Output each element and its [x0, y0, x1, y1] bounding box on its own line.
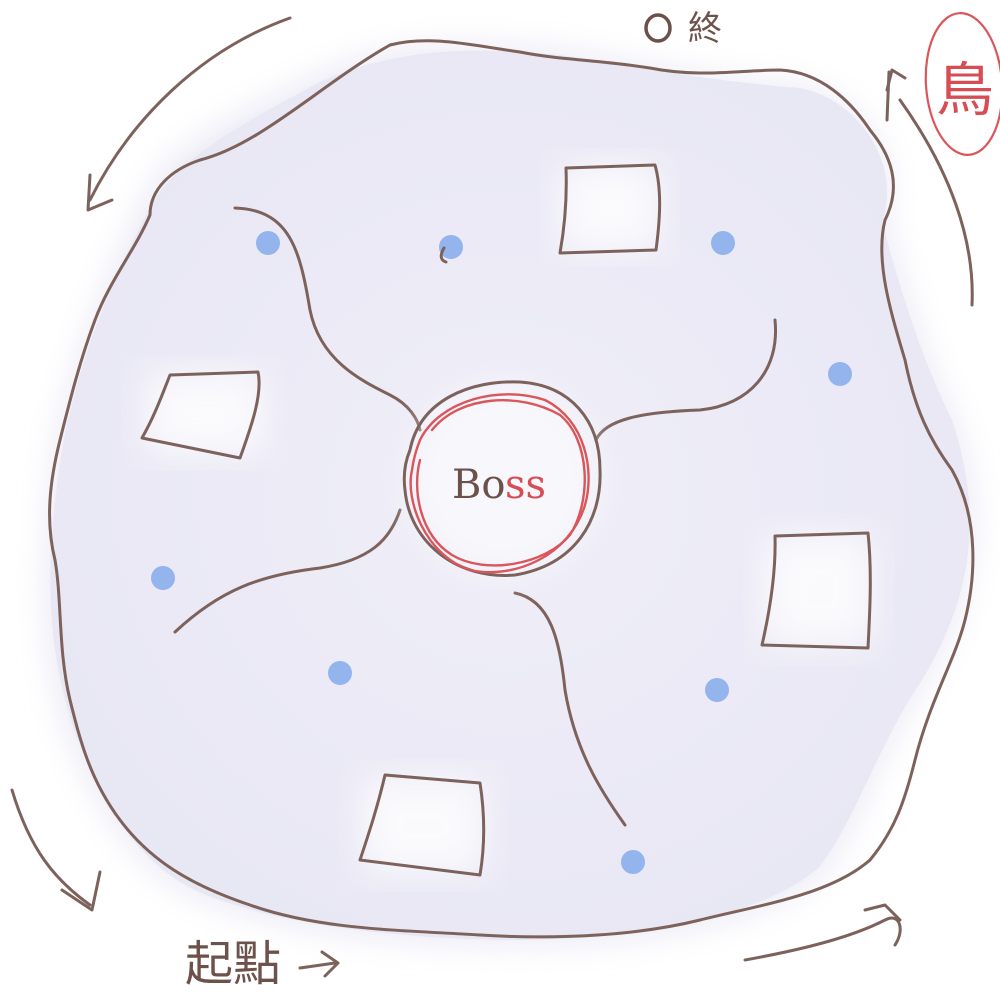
room-bottom[interactable] [358, 773, 486, 877]
arm-top-right [594, 318, 778, 442]
arrow-right-head-line [885, 70, 891, 122]
arm-bottom-left [173, 508, 402, 634]
end-marker[interactable]: 終 [644, 9, 722, 49]
room-right[interactable] [760, 531, 873, 650]
waypoint-dot[interactable] [256, 231, 280, 255]
waypoint-dot[interactable] [621, 850, 645, 874]
start-arrow [298, 950, 340, 978]
arena-outline [48, 39, 975, 939]
arrow-right-curve [898, 98, 974, 307]
arrow-bottom-right-curve [743, 916, 902, 962]
arrow-top-left-head [86, 173, 114, 212]
start-label: 起點 [185, 936, 281, 992]
bird-marker[interactable]: 鳥 [921, 11, 1000, 158]
arrow-bottom-left-curve [10, 788, 92, 907]
room-top[interactable] [558, 163, 662, 255]
waypoint-dot[interactable] [711, 231, 735, 255]
waypoint-dot[interactable] [705, 678, 729, 702]
waypoint-dot[interactable] [328, 661, 352, 685]
bird-label: 鳥 [936, 56, 994, 124]
arrow-bottom-right-head [863, 903, 902, 922]
arm-top-left [233, 206, 422, 432]
boss-label-accent: ss [505, 462, 546, 508]
end-label: 終 [688, 9, 722, 49]
room-left[interactable] [140, 370, 263, 460]
arrow-top-left-curve [88, 16, 292, 202]
boss-room[interactable]: Bo ss [402, 380, 602, 577]
waypoint-dot[interactable] [828, 362, 852, 386]
waypoint-dot[interactable] [151, 566, 175, 590]
boss-label: Bo [452, 462, 505, 508]
arrow-bottom-left-head [60, 870, 102, 912]
arm-bottom-right [513, 591, 627, 827]
start-marker[interactable]: 起點 [185, 936, 340, 992]
waypoint-dot[interactable] [439, 235, 463, 259]
